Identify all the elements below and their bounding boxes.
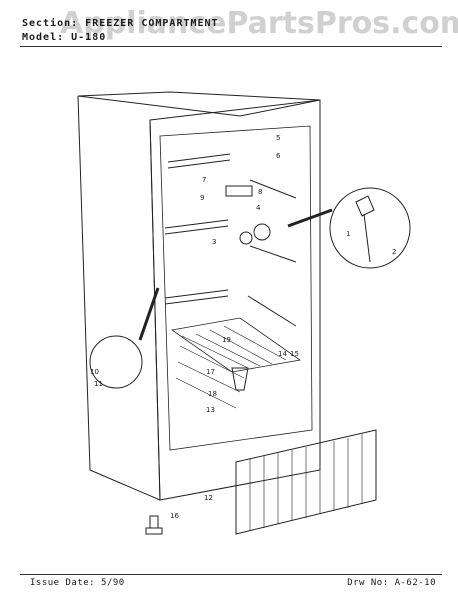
callout-8: 8: [258, 188, 262, 196]
shelf-rail-1: [167, 153, 231, 169]
callout-3: 3: [212, 238, 216, 246]
shelf-rail-right-1: [249, 179, 297, 199]
inset-leader-left: [138, 287, 160, 341]
callout-17: 17: [206, 368, 215, 376]
callout-12: 12: [204, 494, 213, 502]
callout-18: 18: [208, 390, 217, 398]
light-fixture: [225, 185, 253, 197]
callout-10: 10: [90, 368, 99, 376]
inner-liner: [159, 125, 313, 451]
thermostat-capillary: [363, 213, 371, 263]
cabinet-front-frame: [149, 99, 321, 501]
leveling-leg: [145, 515, 163, 535]
callout-16: 16: [170, 512, 179, 520]
callout-1: 1: [346, 230, 350, 238]
drawing-number: Drw No: A-62-10: [347, 578, 436, 588]
inset-leader-right: [287, 208, 333, 228]
drain-fitting: [231, 367, 249, 391]
callout-6: 6: [276, 152, 281, 160]
shelf-rail-3: [164, 289, 229, 305]
thermostat-inset-circle: [329, 187, 411, 269]
header-rule: [20, 46, 442, 47]
callout-13: 13: [206, 406, 215, 414]
basket: [170, 317, 302, 373]
shelf-rail-right-3: [247, 295, 297, 327]
callout-2: 2: [392, 248, 396, 256]
shelf-rail-right-2: [249, 245, 297, 263]
callout-19: 19: [222, 336, 231, 344]
footer-rule: [20, 574, 442, 575]
thermostat-body: [355, 195, 375, 217]
shelf-rail-2: [164, 219, 229, 235]
model-title: Model: U-180: [22, 32, 107, 43]
issue-date: Issue Date: 5/90: [30, 578, 125, 588]
watermark: AppliancePartsPros.com: [60, 6, 458, 41]
knob-3: [239, 231, 253, 245]
callout-14: 14: [278, 350, 287, 358]
basket-wires: [175, 325, 287, 409]
cabinet-left-side: [77, 95, 161, 501]
hinge-inset-circle: [89, 335, 143, 389]
callout-9: 9: [200, 194, 204, 202]
callout-11: 11: [94, 380, 103, 388]
callout-4: 4: [256, 204, 261, 212]
callout-15: 15: [290, 350, 299, 358]
callout-5: 5: [276, 134, 280, 142]
knob-4: [253, 223, 271, 241]
grille-outline: [235, 429, 377, 535]
callout-7: 7: [202, 176, 206, 184]
section-title: Section: FREEZER COMPARTMENT: [22, 18, 219, 29]
grille-slats: [249, 434, 363, 531]
